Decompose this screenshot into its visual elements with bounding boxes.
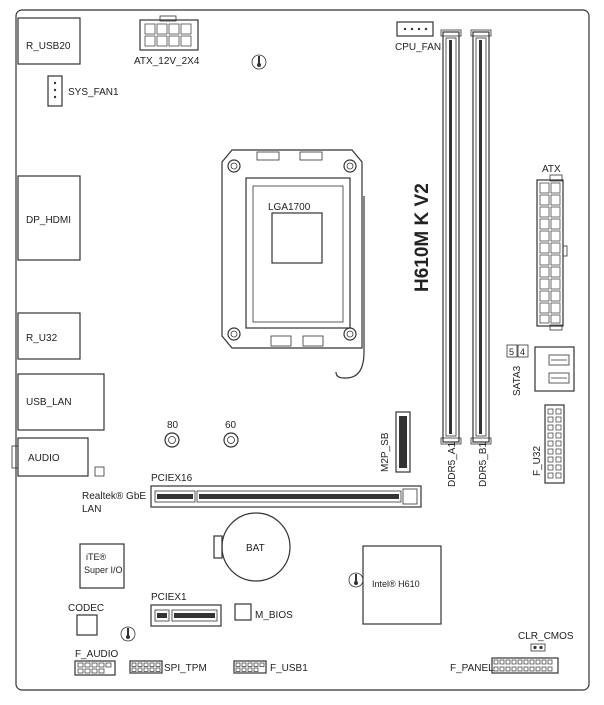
cpu-socket <box>221 149 365 379</box>
sata3-label: SATA3 <box>512 365 523 396</box>
m2-80-label: 80 <box>167 420 179 431</box>
m2-standoff-60 <box>223 432 239 448</box>
pciex1-slot <box>150 604 222 627</box>
cpu-fan-label: CPU_FAN <box>395 42 441 53</box>
dp-hdmi-label: DP_HDMI <box>26 215 71 226</box>
sata-port-4-label: 4 <box>520 347 525 357</box>
cpu-fan-header <box>396 21 434 37</box>
ite-line2: Super I/O <box>84 565 123 575</box>
cmos-battery <box>213 512 291 582</box>
realtek-lan-chip <box>94 466 105 477</box>
ite-line1: iTE® <box>86 552 107 562</box>
f-usb1-header <box>233 660 267 674</box>
f-usb1-label: F_USB1 <box>270 663 308 674</box>
thermal-sensor-icon <box>348 572 364 588</box>
f-panel-header <box>491 657 559 674</box>
clr-cmos-label: CLR_CMOS <box>518 631 574 642</box>
codec-chip <box>76 614 98 636</box>
spi-tpm-label: SPI_TPM <box>164 663 207 674</box>
f-panel-label: F_PANEL <box>450 663 494 674</box>
codec-label: CODEC <box>68 603 104 614</box>
r-usb20-port <box>17 17 81 65</box>
pciex16-label: PCIEX16 <box>151 473 193 484</box>
thermal-sensor-icon <box>120 626 136 642</box>
audio-port <box>17 437 89 477</box>
m-bios-label: M_BIOS <box>255 610 293 621</box>
m-bios-chip <box>234 603 252 621</box>
ddr5-a1-label: DDR5_A1 <box>447 442 458 487</box>
dimm-slot-a1 <box>440 29 462 445</box>
sys-fan1-label: SYS_FAN1 <box>68 87 119 98</box>
sata-port-5-label: 5 <box>509 347 514 357</box>
f-u32-header <box>544 404 565 484</box>
f-audio-label: F_AUDIO <box>75 649 119 660</box>
board-outline <box>15 9 590 691</box>
sys-fan1-header <box>47 75 63 107</box>
usb-lan-label: USB_LAN <box>26 397 72 408</box>
dp-hdmi-port <box>17 175 81 261</box>
atx-12v-label: ATX_12V_2X4 <box>134 56 200 67</box>
r-u32-port <box>17 312 81 360</box>
realtek-line1: Realtek® GbE <box>82 491 146 502</box>
r-u32-label: R_U32 <box>26 333 58 344</box>
sata-port-4-box <box>517 344 529 358</box>
sata-port-5-box <box>506 344 518 358</box>
m2-60-label: 60 <box>225 420 237 431</box>
f-u32-label: F_U32 <box>532 446 543 476</box>
atx-24pin-connector <box>536 174 568 331</box>
clr-cmos-jumper <box>530 643 546 652</box>
atx-label: ATX <box>542 164 561 175</box>
realtek-line2: LAN <box>82 504 101 515</box>
spi-tpm-header <box>129 660 163 674</box>
atx-12v-connector <box>139 15 199 51</box>
intel-h610-chipset <box>362 545 442 625</box>
ite-super-io-chip <box>79 543 125 589</box>
m2p-sb-label: M2P_SB <box>380 432 391 472</box>
audio-label: AUDIO <box>28 453 60 464</box>
bat-label: BAT <box>246 543 265 554</box>
usb-lan-port <box>17 373 105 431</box>
board-model-text: H610M K V2 <box>412 183 433 292</box>
f-audio-header <box>74 660 116 676</box>
m2-standoff-80 <box>164 432 180 448</box>
lga1700-label: LGA1700 <box>268 202 311 213</box>
sata3-connector <box>534 346 575 392</box>
intel-h610-label: Intel® H610 <box>372 579 420 589</box>
r-usb20-label: R_USB20 <box>26 41 71 52</box>
audio-jack-tab <box>11 445 19 469</box>
ddr5-b1-label: DDR5_B1 <box>478 442 489 487</box>
m2-slot <box>395 411 411 473</box>
dimm-slot-b1 <box>470 29 492 445</box>
thermal-sensor-icon <box>251 54 267 70</box>
pciex16-slot <box>150 485 422 508</box>
pciex1-label: PCIEX1 <box>151 592 187 603</box>
